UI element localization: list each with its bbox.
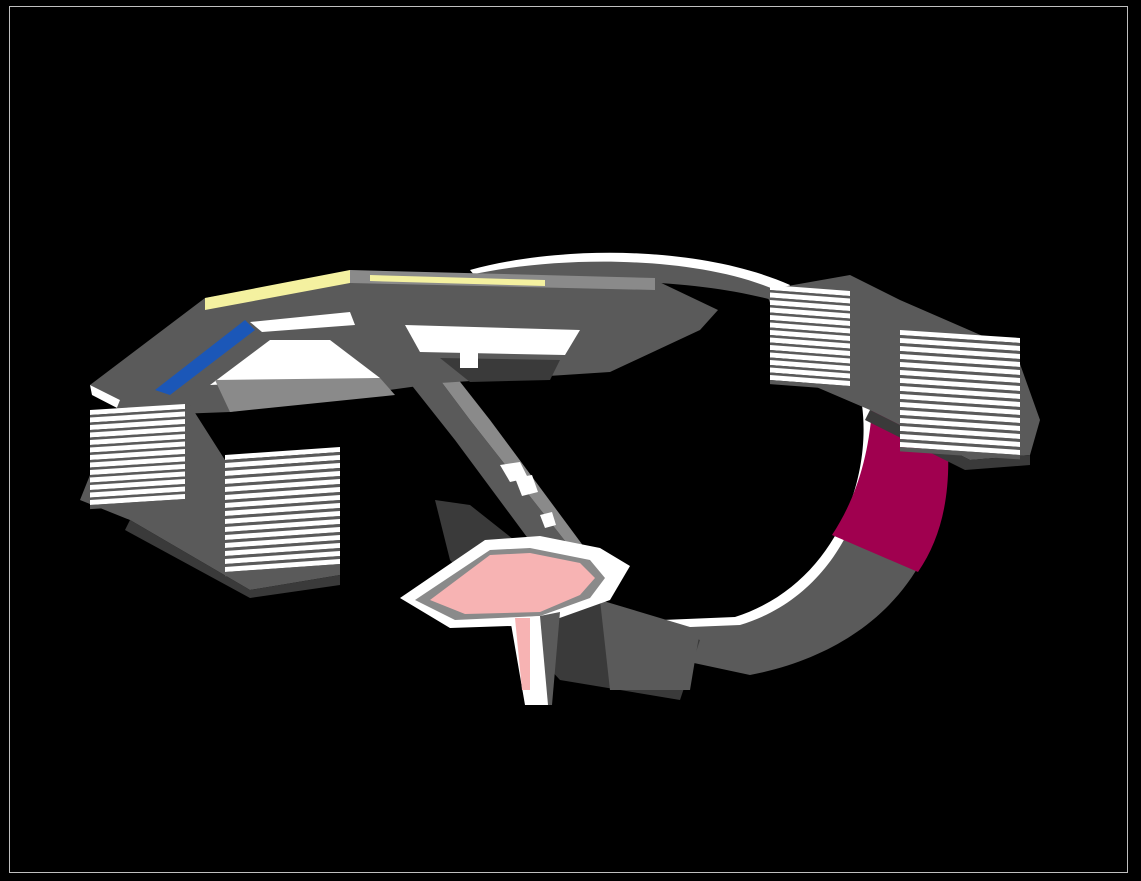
right-stacked-module-slat <box>770 352 850 364</box>
right-stacked-module-side-slat <box>900 362 1020 375</box>
right-stacked-module-side-slat <box>900 330 1020 343</box>
ribbon-inner-edge <box>615 405 872 630</box>
right-stacked-module-side-slat <box>900 402 1020 415</box>
lower-base-face <box>600 600 700 690</box>
left-stacked-module-slat <box>90 449 185 460</box>
right-stacked-module-slat <box>770 292 850 304</box>
left-stacked-module-front-slat <box>225 551 340 564</box>
right-stacked-module-slat <box>770 330 850 341</box>
left-stacked-module-front-slat <box>225 495 340 508</box>
left-stacked-module-front-slat <box>225 527 340 540</box>
right-stacked-module <box>770 285 850 391</box>
platform-surface <box>430 553 595 614</box>
strut-window-2 <box>515 475 538 496</box>
left-stacked-module-slat <box>90 404 185 415</box>
strut-window-3 <box>540 512 556 528</box>
upper-deck-frame <box>90 270 718 425</box>
right-stacked-module-slat <box>770 360 850 371</box>
right-stacked-module-side-slat <box>900 418 1020 431</box>
left-stacked-module-slat <box>90 456 185 468</box>
left-stacked-module-front-slat <box>225 463 340 476</box>
right-stacked-module-side-slat <box>900 426 1020 439</box>
deck-yellow-edge-left <box>205 270 350 310</box>
left-stacked-module-slat <box>90 479 185 490</box>
right-stacked-module-side-slat <box>900 346 1020 359</box>
left-stacked-module-slat <box>90 434 185 445</box>
left-stacked-module-slat <box>90 426 185 438</box>
left-stacked-module-front-slat <box>225 511 340 524</box>
left-stacked-module-front-slat <box>225 455 340 468</box>
left-module-bottom <box>125 520 340 598</box>
right-stacked-module-side-slat <box>900 410 1020 423</box>
left-stacked-module-slat <box>90 464 185 475</box>
right-module-bottom <box>865 410 1030 470</box>
right-stacked-module-slat <box>770 285 850 296</box>
right-stacked-module-side-slat <box>900 434 1020 447</box>
right-stacked-module-side-slat <box>900 386 1020 399</box>
platform-stem <box>515 618 530 690</box>
left-stacked-module-slat <box>90 441 185 453</box>
left-stacked-module-front-slat <box>225 487 340 500</box>
deck-window <box>460 350 478 368</box>
left-stacked-module-slat <box>90 494 185 505</box>
left-stacked-module-front-slat <box>225 559 340 572</box>
right-stacked-module-slat <box>770 315 850 326</box>
left-stacked-module-front <box>225 447 340 577</box>
left-stacked-module-front-slat <box>225 479 340 492</box>
left-stacked-module-front-slat <box>225 519 340 532</box>
pink-platform <box>400 536 630 705</box>
deck-opening-left <box>210 340 380 385</box>
left-stacked-module-front-slat <box>225 543 340 556</box>
deck-outer <box>90 272 718 415</box>
right-stacked-module-slat <box>770 300 850 311</box>
left-stacked-module-slat-shadow <box>90 499 185 510</box>
left-stacked-module-front-slat <box>225 471 340 484</box>
right-stacked-module-slat <box>770 307 850 319</box>
right-stacked-module-slat <box>770 375 850 386</box>
deck-opening-right <box>405 325 580 355</box>
left-stacked-module-front-slat-shadow <box>225 564 340 577</box>
ribbon-lower-band <box>610 400 946 675</box>
right-stacked-module-side-slat <box>900 338 1020 351</box>
platform-stem-side <box>540 612 560 705</box>
right-stacked-module-side-slat <box>900 370 1020 383</box>
right-stacked-module-slat <box>770 367 850 379</box>
right-stacked-module-slat-shadow <box>770 380 850 391</box>
right-stacked-module-side-slat <box>900 442 1020 455</box>
left-stacked-module-slat <box>90 471 185 483</box>
right-stacked-module-slat <box>770 345 850 356</box>
deck-yellow-edge-right <box>370 275 545 286</box>
right-stacked-module-side-slat <box>900 354 1020 367</box>
right-stacked-module-side-slat <box>900 378 1020 391</box>
left-stacked-module-front-slat <box>225 503 340 516</box>
left-stacked-module <box>90 404 185 510</box>
left-stacked-module-slat <box>90 486 185 498</box>
left-stacked-module-front-slat <box>225 447 340 460</box>
left-stacked-module-slat <box>90 419 185 430</box>
deck-inner-floor <box>215 378 395 412</box>
right-stacked-module-side-slat <box>900 394 1020 407</box>
deck-inner-rim <box>250 312 355 332</box>
left-stacked-module-front-slat <box>225 535 340 548</box>
right-stacked-module-slat <box>770 322 850 334</box>
right-stacked-module-side-slat-shadow <box>900 447 1020 460</box>
right-stacked-module-side <box>900 330 1020 460</box>
deck-blue-strip <box>155 320 255 395</box>
left-stacked-module-slat <box>90 411 185 423</box>
right-stacked-module-slat <box>770 337 850 349</box>
